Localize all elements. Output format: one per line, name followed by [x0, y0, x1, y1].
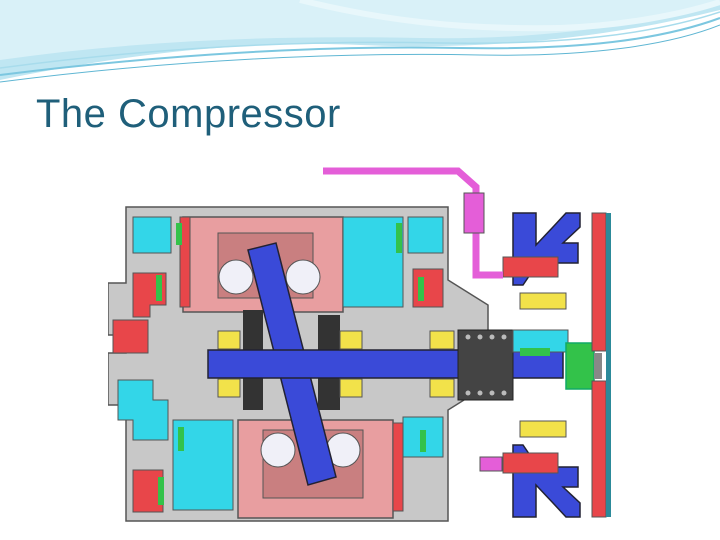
slide-title: The Compressor [36, 92, 341, 136]
decorative-wave-banner [0, 0, 720, 83]
compressor-diagram [108, 167, 611, 522]
